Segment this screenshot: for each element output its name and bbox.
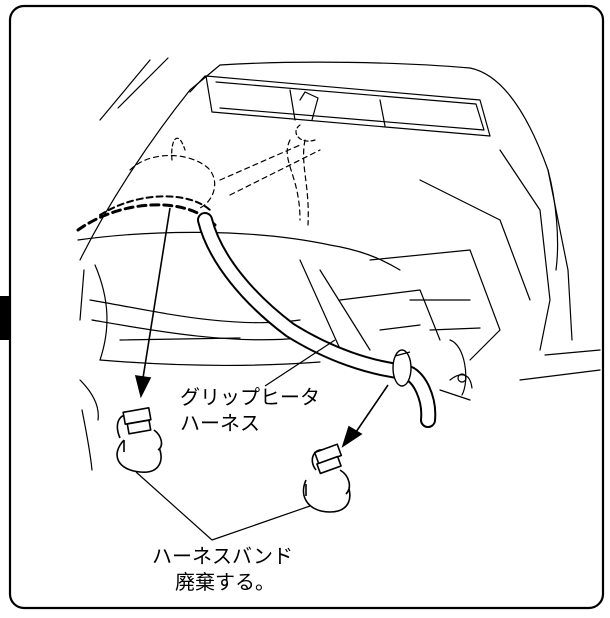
harness-band-label: ハーネスバンド — [152, 544, 293, 568]
hidden-clamp-ring-outer — [76, 203, 217, 232]
band-leader-lines — [135, 471, 311, 541]
vehicle-body — [77, 57, 601, 471]
diagram-frame — [8, 4, 605, 610]
grip-heater-harness-label: グリップヒータ — [180, 385, 320, 409]
removal-arrows — [134, 207, 389, 448]
discard-instruction-label: 廃棄する。 — [175, 570, 275, 594]
installed-clamp — [392, 349, 412, 387]
hidden-clamp-body — [129, 154, 216, 209]
harness-leader-line — [264, 339, 336, 387]
grip-heater-harness-label-line2: ハーネス — [180, 411, 260, 435]
hidden-clamp-ring-inner — [99, 195, 211, 216]
harness-band-right — [302, 443, 351, 513]
hidden-parts-dashed — [76, 124, 321, 232]
harness-band-left — [116, 407, 163, 473]
grip-heater-harness — [197, 212, 437, 428]
page-tab-marker — [0, 296, 11, 340]
